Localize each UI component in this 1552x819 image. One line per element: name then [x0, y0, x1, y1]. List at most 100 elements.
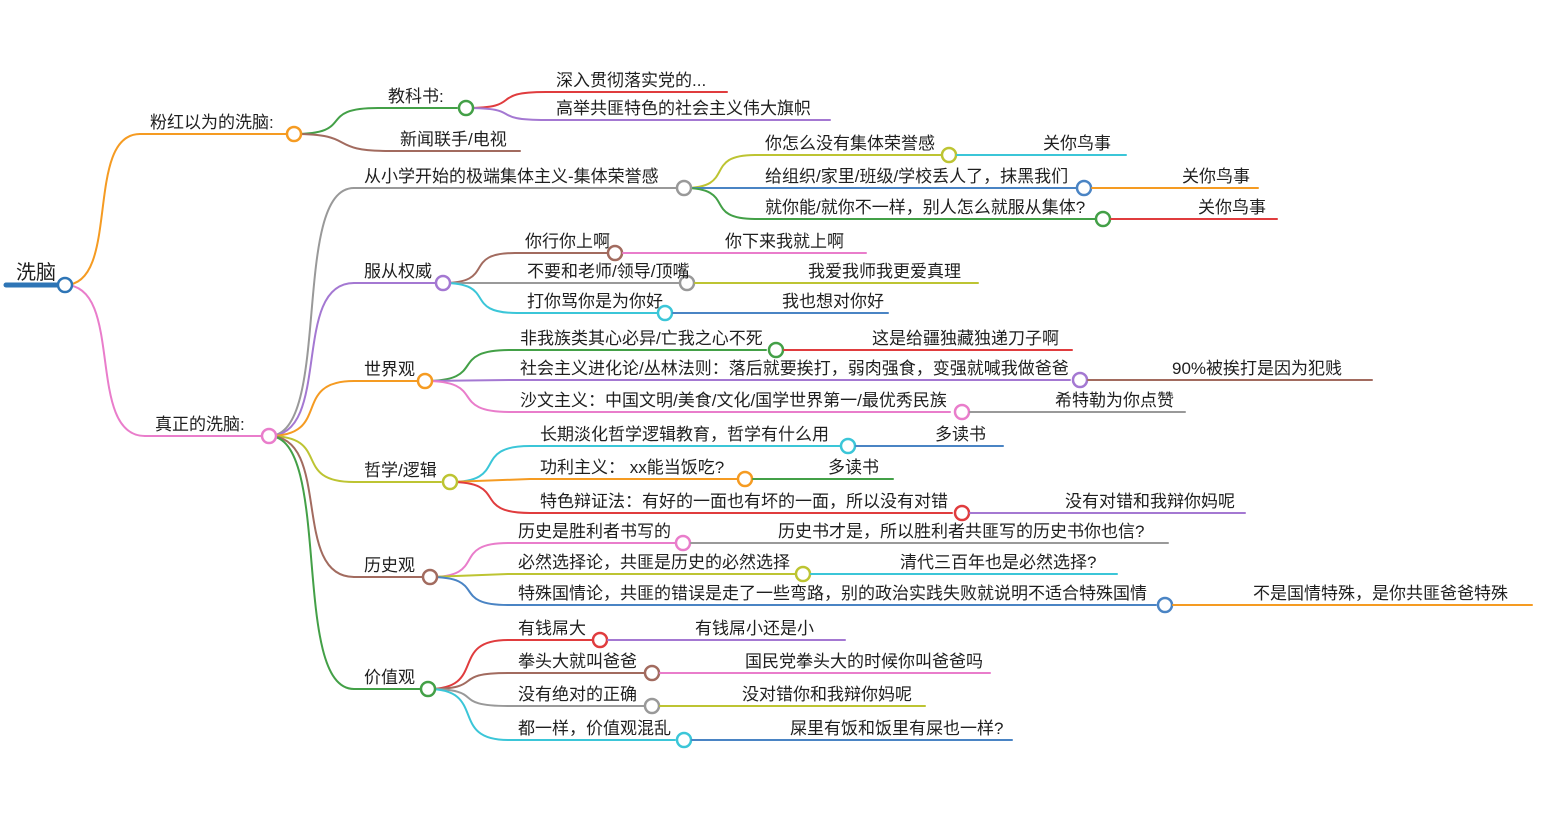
node-collapse-handle[interactable]: [1094, 210, 1112, 228]
node-phil-3[interactable]: 特色辩证法：有好的一面也有坏的一面，所以没有对错: [529, 492, 971, 522]
node-label: 关你鸟事: [1182, 167, 1250, 186]
node-label: 拳头大就叫爸爸: [518, 652, 637, 671]
node-collapse-handle[interactable]: [674, 534, 692, 552]
node-world-1[interactable]: 非我族类其心必异/亡我之心不死: [509, 329, 785, 359]
node-collapse-handle[interactable]: [434, 274, 452, 292]
node-label: 多读书: [828, 458, 879, 477]
node-collapse-handle[interactable]: [767, 341, 785, 359]
node-label: 长期淡化哲学逻辑教育，哲学有什么用: [540, 425, 829, 444]
node-philosophy[interactable]: 哲学/逻辑: [353, 461, 459, 491]
node-val-4-retort[interactable]: 屎里有饭和饭里有屎也一样?: [691, 719, 1013, 741]
node-label: 给组织/家里/班级/学校丢人了，抹黑我们: [765, 167, 1068, 186]
node-phil-2[interactable]: 功利主义： xx能当饭吃?: [529, 458, 754, 488]
node-phil-2-retort[interactable]: 多读书: [752, 458, 894, 480]
node-val-1[interactable]: 有钱屌大: [507, 619, 609, 649]
node-world-1-retort[interactable]: 这是给疆独藏独递刀子啊: [783, 329, 1073, 351]
node-hist-2-retort[interactable]: 清代三百年也是必然选择?: [810, 553, 1118, 575]
node-collapse-handle[interactable]: [285, 125, 303, 143]
node-val-1-retort[interactable]: 有钱屌小还是小: [607, 619, 846, 641]
node-collapse-handle[interactable]: [940, 146, 958, 164]
node-phil-3-retort[interactable]: 没有对错和我辩你妈呢: [969, 492, 1246, 514]
node-val-2-retort[interactable]: 国民党拳头大的时候你叫爸爸吗: [659, 652, 991, 674]
node-phil-1[interactable]: 长期淡化哲学逻辑教育，哲学有什么用: [529, 425, 857, 455]
node-auth-1[interactable]: 你行你上啊: [514, 232, 624, 262]
node-collapse-handle[interactable]: [839, 437, 857, 455]
node-world-2[interactable]: 社会主义进化论/丛林法则：落后就要挨打，弱肉强食，变强就喊我做爸爸: [509, 359, 1089, 389]
node-auth-3-retort[interactable]: 我也想对你好: [672, 292, 889, 314]
node-collapse-handle[interactable]: [56, 276, 74, 294]
node-collapse-handle[interactable]: [591, 631, 609, 649]
node-label: 历史书才是，所以胜利者共匪写的历史书你也信?: [778, 522, 1144, 541]
node-val-2[interactable]: 拳头大就叫爸爸: [507, 652, 661, 682]
node-world-2-retort[interactable]: 90%被挨打是因为犯贱: [1087, 359, 1373, 381]
node-auth-1-retort[interactable]: 你下来我就上啊: [622, 232, 867, 254]
node-authority[interactable]: 服从权威: [353, 262, 452, 292]
node-hist-3-retort[interactable]: 不是国情特殊，是你共匪爸爸特殊: [1172, 584, 1533, 606]
node-collapse-handle[interactable]: [953, 504, 971, 522]
node-collapse-handle[interactable]: [794, 565, 812, 583]
edge-authority-auth-3: [442, 282, 518, 314]
node-textbook[interactable]: 教科书:: [377, 87, 475, 117]
node-label: 你行你上啊: [525, 232, 610, 251]
nodes-layer: 洗脑 粉红以为的洗脑: 教科书: 深入贯彻落实党的... 高举共匪特色的社会主义伟大旗帜…: [3, 71, 1533, 749]
node-collapse-handle[interactable]: [643, 664, 661, 682]
node-auth-2[interactable]: 不要和老师/领导/顶嘴: [516, 262, 696, 292]
node-collapse-handle[interactable]: [260, 427, 278, 445]
node-hist-2[interactable]: 必然选择论，共匪是历史的必然选择: [507, 553, 812, 583]
node-collectivism[interactable]: 从小学开始的极端集体主义-集体荣誉感: [353, 167, 693, 197]
node-history[interactable]: 历史观: [353, 556, 439, 586]
node-hist-3[interactable]: 特殊国情论，共匪的错误是走了一些弯路，别的政治实践失败就说明不适合特殊国情: [507, 584, 1174, 614]
node-label: 打你骂你是为你好: [527, 292, 663, 311]
edge-collectivism-coll-1: [683, 154, 756, 189]
node-val-3-retort[interactable]: 没对错你和我辩你妈呢: [659, 685, 926, 707]
node-collapse-handle[interactable]: [675, 179, 693, 197]
node-collapse-handle[interactable]: [606, 244, 624, 262]
node-val-3[interactable]: 没有绝对的正确: [507, 685, 661, 715]
node-coll-3[interactable]: 就你能/就你不一样，别人怎么就服从集体?: [754, 198, 1112, 228]
node-collapse-handle[interactable]: [457, 99, 475, 117]
node-news[interactable]: 新闻联手/电视: [389, 130, 521, 152]
node-hist-1-retort[interactable]: 历史书才是，所以胜利者共匪写的历史书你也信?: [690, 522, 1169, 544]
edge-philosophy-phil-3: [449, 481, 531, 514]
node-label: 特色辩证法：有好的一面也有坏的一面，所以没有对错: [540, 492, 948, 511]
node-world-3[interactable]: 沙文主义：中国文明/美食/文化/国学世界第一/最优秀民族: [509, 391, 971, 421]
edge-textbook-textbook-quote-1: [465, 91, 547, 109]
node-textbook-quote-1[interactable]: 深入贯彻落实党的...: [545, 71, 728, 93]
node-hist-1[interactable]: 历史是胜利者书写的: [507, 522, 692, 552]
node-label: 不是国情特殊，是你共匪爸爸特殊: [1253, 584, 1508, 603]
node-root[interactable]: 洗脑: [3, 261, 74, 294]
node-collapse-handle[interactable]: [675, 731, 693, 749]
node-label: 新闻联手/电视: [400, 130, 507, 149]
node-collapse-handle[interactable]: [421, 568, 439, 586]
node-coll-2-retort[interactable]: 关你鸟事: [1091, 167, 1259, 189]
node-worldview[interactable]: 世界观: [353, 360, 434, 390]
node-collapse-handle[interactable]: [953, 403, 971, 421]
node-label: 洗脑: [16, 261, 56, 284]
node-real[interactable]: 真正的洗脑:: [144, 415, 278, 445]
node-auth-3[interactable]: 打你骂你是为你好: [516, 292, 674, 322]
node-collapse-handle[interactable]: [1071, 371, 1089, 389]
node-collapse-handle[interactable]: [416, 372, 434, 390]
node-collapse-handle[interactable]: [441, 473, 459, 491]
node-world-3-retort[interactable]: 希特勒为你点赞: [969, 391, 1186, 413]
edge-philosophy-phil-1: [449, 445, 531, 483]
node-val-4[interactable]: 都一样，价值观混乱: [507, 719, 693, 749]
node-pink-perceived[interactable]: 粉红以为的洗脑:: [139, 113, 303, 143]
node-collapse-handle[interactable]: [1075, 179, 1093, 197]
node-label: 屎里有饭和饭里有屎也一样?: [790, 719, 1003, 738]
node-coll-1-retort[interactable]: 关你鸟事: [956, 134, 1127, 156]
node-textbook-quote-2[interactable]: 高举共匪特色的社会主义伟大旗帜: [545, 99, 831, 121]
node-label: 世界观: [364, 360, 415, 379]
node-coll-3-retort[interactable]: 关你鸟事: [1110, 198, 1278, 220]
node-coll-2[interactable]: 给组织/家里/班级/学校丢人了，抹黑我们: [754, 167, 1093, 197]
node-collapse-handle[interactable]: [1156, 596, 1174, 614]
node-auth-2-retort[interactable]: 我爱我师我更爱真理: [694, 262, 979, 284]
node-phil-1-retort[interactable]: 多读书: [855, 425, 1004, 447]
node-values[interactable]: 价值观: [353, 668, 437, 698]
node-collapse-handle[interactable]: [419, 680, 437, 698]
node-coll-1[interactable]: 你怎么没有集体荣誉感: [754, 134, 958, 164]
node-label: 哲学/逻辑: [364, 461, 437, 480]
node-collapse-handle[interactable]: [736, 470, 754, 488]
node-collapse-handle[interactable]: [643, 697, 661, 715]
